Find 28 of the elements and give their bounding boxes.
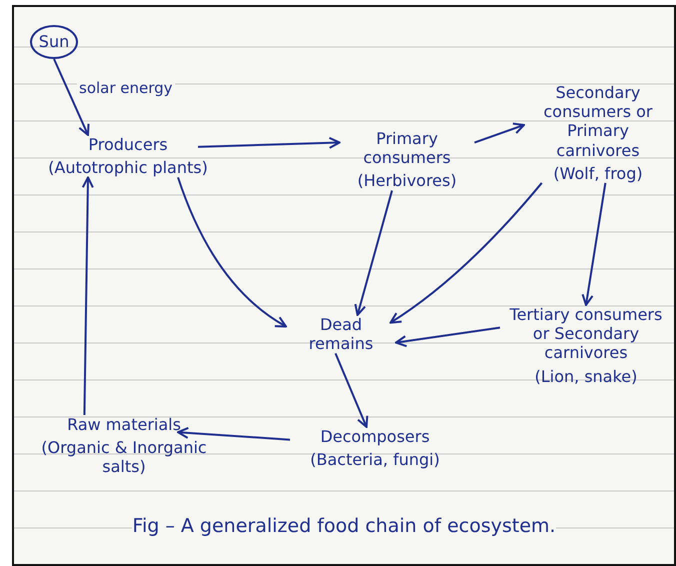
node-title: Primary consumers <box>362 129 452 168</box>
node-subtitle: (Wolf, frog) <box>552 164 644 183</box>
arrow <box>390 182 543 324</box>
node-title: Decomposers <box>319 427 431 446</box>
node-subtitle: (Herbivores) <box>356 171 458 191</box>
node-title: Secondary consumers or Primary carnivores <box>542 83 654 160</box>
arrow <box>177 426 290 441</box>
node-title: Tertiary consumers or Secondary carnivores <box>508 305 664 363</box>
edge-label: solar energy <box>77 79 175 97</box>
caption: Fig – A generalized food chain of ecosystem. <box>132 515 556 537</box>
arrow <box>354 190 393 316</box>
arrow <box>82 176 94 416</box>
node-subtitle: (Lion, snake) <box>534 366 638 386</box>
arrow <box>177 177 287 328</box>
arrow <box>395 326 500 348</box>
arrow <box>53 58 90 136</box>
node-subtitle: (Autotrophic plants) <box>47 158 209 178</box>
node-subtitle: (Bacteria, fungi) <box>309 450 441 470</box>
node-title: Sun <box>38 32 70 52</box>
arrow <box>474 122 525 144</box>
node-title: Producers <box>87 135 169 154</box>
arrow <box>582 182 606 306</box>
arrow <box>198 136 340 149</box>
arrow <box>334 352 368 428</box>
sun-circle <box>30 25 78 59</box>
node-title: Dead remains <box>308 315 374 354</box>
node-subtitle: (Organic & Inorganic salts) <box>40 438 208 477</box>
node-title: Raw materials <box>66 415 182 434</box>
